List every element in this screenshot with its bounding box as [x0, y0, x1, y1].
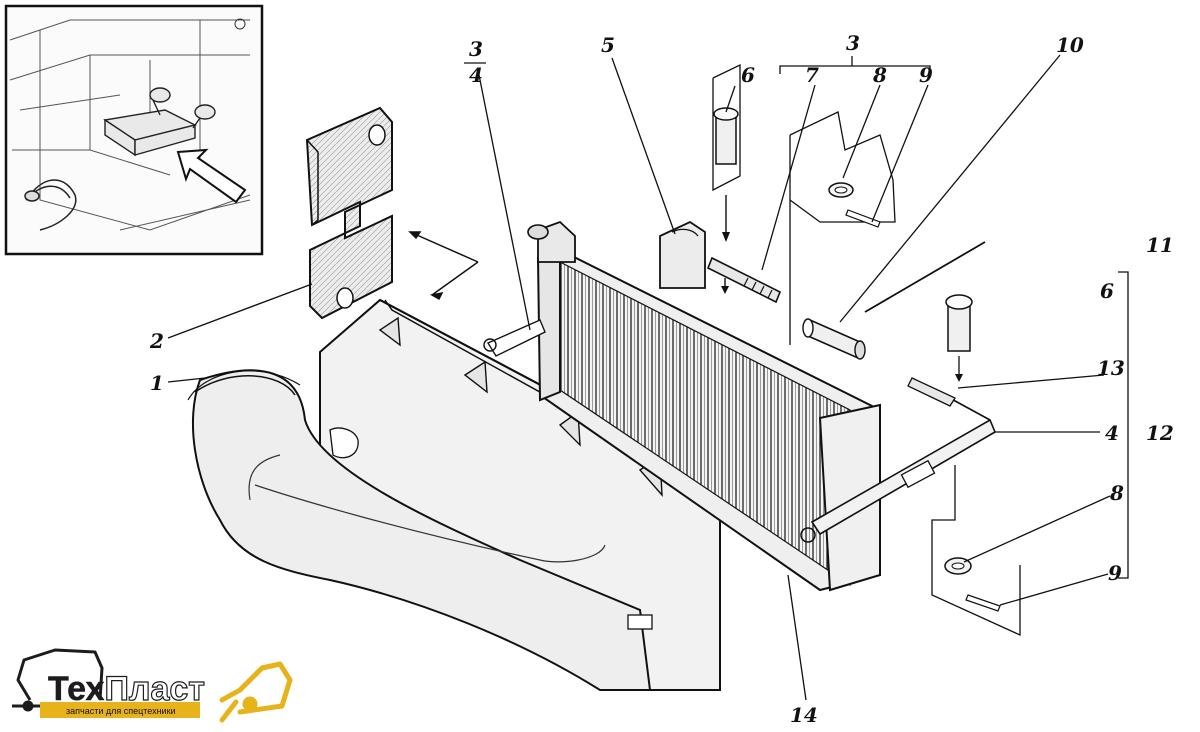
callout-8-top: 8	[872, 63, 887, 87]
inset-hose-sketch	[24, 179, 77, 231]
callout-labels: 1 2 3 4 3 5 6 7 8 9 10 11 6 13 4 12 8 9 …	[149, 31, 1174, 727]
callout-3-top: 3	[846, 31, 860, 55]
loader-bucket-icon	[219, 661, 293, 723]
callout-14: 14	[790, 703, 818, 727]
callout-4-right: 4	[1105, 421, 1119, 445]
callout-5: 5	[601, 33, 615, 57]
sleeve-part-10	[802, 318, 866, 360]
brand-logo: ТехПласт запчасти для спецтехники	[12, 648, 293, 723]
leader-lines	[167, 54, 1129, 701]
washer-cotter-kit-top	[789, 111, 896, 345]
pin-part-6-top	[712, 63, 741, 242]
callout-13: 13	[1097, 356, 1125, 380]
heater-core-part-14	[483, 220, 881, 592]
callout-1: 1	[150, 371, 164, 395]
rod-part-11	[864, 241, 986, 313]
seal-plate-direction-arrows	[408, 231, 479, 301]
location-arrow-icon	[176, 148, 247, 204]
callout-3-top-left: 3	[469, 37, 483, 61]
bracket-part-5	[659, 220, 706, 289]
callout-10: 10	[1056, 33, 1084, 57]
callout-8-bottom: 8	[1109, 481, 1124, 505]
callout-6-right: 6	[1100, 279, 1114, 303]
logo-tagline: запчасти для спецтехники	[66, 706, 176, 716]
pin-part-6-right	[945, 294, 973, 382]
callout-7: 7	[805, 63, 819, 87]
bolt-part-7	[706, 256, 782, 304]
callout-11: 11	[1146, 233, 1174, 257]
callout-12: 12	[1146, 421, 1174, 445]
washer-cotter-kit-bottom	[931, 465, 1021, 637]
seal-plate-part-2	[305, 106, 393, 320]
callout-4-top-left: 4	[469, 63, 483, 87]
excavator-icon	[12, 648, 104, 712]
logo-wordmark: ТехПласт	[48, 670, 205, 708]
callout-2: 2	[149, 329, 164, 353]
inset-location-view	[4, 4, 264, 256]
callout-9-bottom: 9	[1108, 561, 1122, 585]
callout-6-top: 6	[741, 63, 755, 87]
callout-9-top: 9	[919, 63, 933, 87]
inset-heater-sketch	[103, 87, 216, 157]
